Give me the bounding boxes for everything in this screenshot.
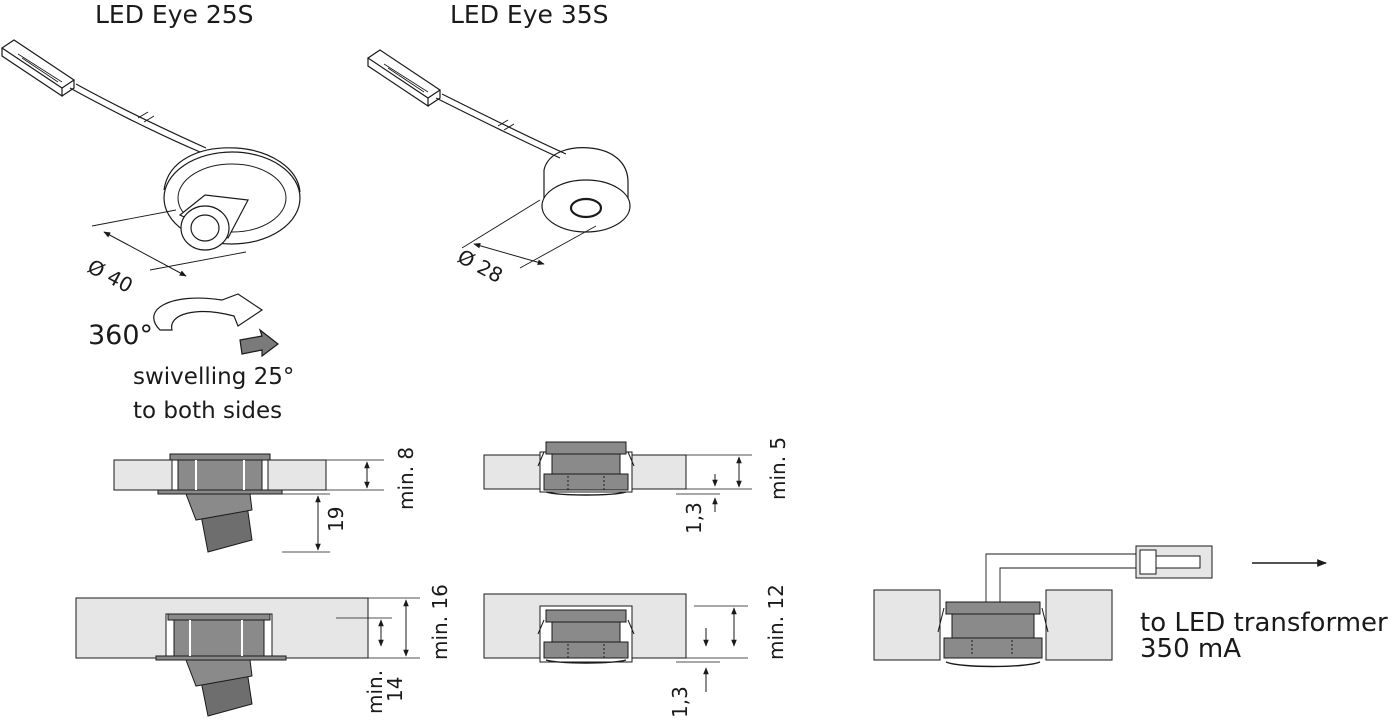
eye25-min-label: min. bbox=[363, 669, 387, 714]
eye25-cable bbox=[69, 83, 207, 153]
eye35-gap-thick: 1,3 bbox=[668, 686, 692, 718]
transformer-label-line2: 350 mA bbox=[1140, 634, 1242, 664]
eye25-protrusion: 19 bbox=[324, 506, 348, 532]
eye25-connector bbox=[0, 39, 76, 98]
eye25-perspective bbox=[0, 39, 301, 358]
wire bbox=[985, 553, 1138, 602]
eye35-section-thick bbox=[483, 593, 748, 692]
eye35-cable bbox=[435, 93, 567, 159]
eye25-section-thick bbox=[75, 597, 420, 717]
eye35-section-thin bbox=[483, 441, 752, 512]
eye35-lens bbox=[569, 197, 603, 219]
product-name-eye25: LED Eye 25S bbox=[95, 0, 254, 29]
eye25-lens bbox=[180, 205, 230, 251]
eye35-gap-thin: 1,3 bbox=[682, 502, 706, 534]
eye35-min-depth-thick: min. 12 bbox=[764, 584, 788, 660]
rotation-label: 360° bbox=[88, 320, 154, 351]
eye35-face bbox=[541, 179, 631, 233]
swivel-label-line1: swivelling 25° bbox=[133, 364, 295, 390]
transformer-connection bbox=[873, 545, 1327, 668]
eye35-perspective bbox=[366, 49, 631, 269]
eye25-min-depth-thick: min. 16 bbox=[428, 584, 452, 660]
eye35-min-depth-thin: min. 5 bbox=[766, 436, 790, 500]
swivel-label-line2: to both sides bbox=[133, 398, 283, 424]
transformer-label-line1: to LED transformer bbox=[1140, 608, 1388, 638]
product-name-eye35: LED Eye 35S bbox=[450, 0, 609, 29]
swivel-arrow bbox=[239, 328, 279, 358]
wire bbox=[999, 567, 1138, 602]
eye25-min-depth-thin: min. 8 bbox=[394, 446, 418, 510]
eye35-connector bbox=[366, 49, 442, 108]
rotation-arrow bbox=[153, 293, 264, 331]
eye25-min-value: 14 bbox=[383, 676, 407, 702]
eye25-section-thin bbox=[113, 453, 384, 553]
